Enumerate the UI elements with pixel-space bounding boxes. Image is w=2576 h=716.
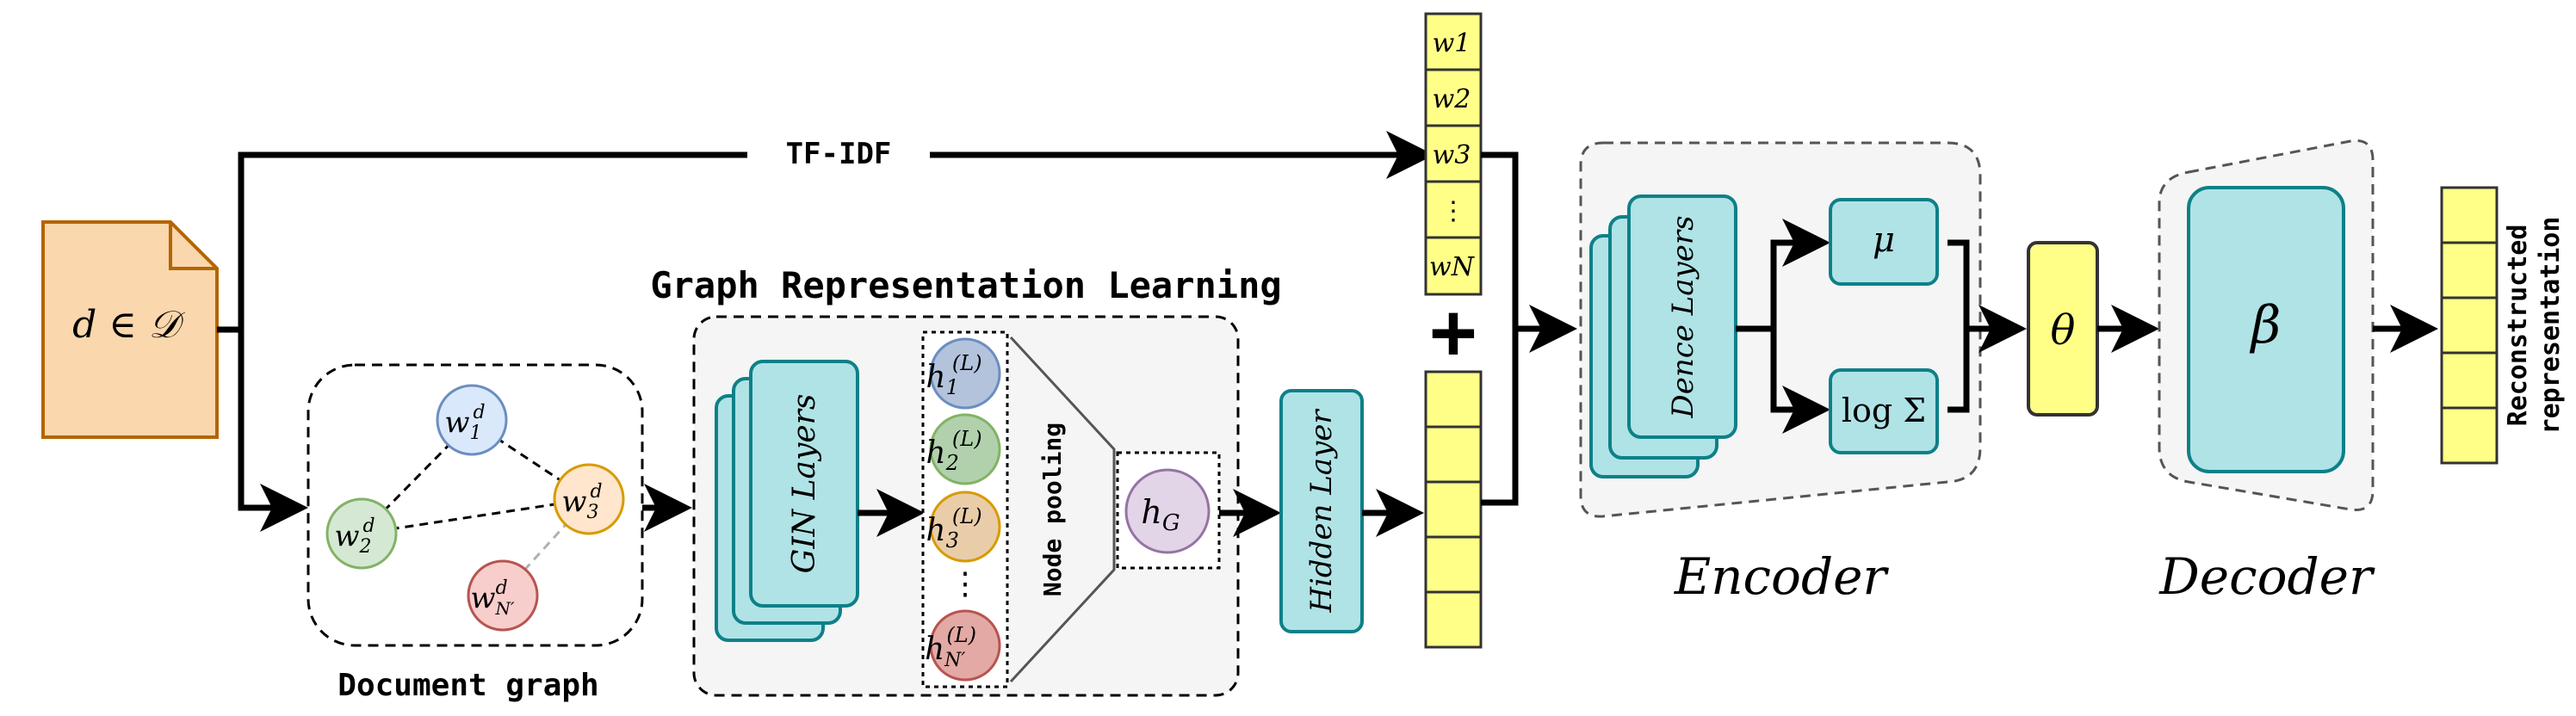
- svg-text:wN′d: wN′d: [470, 577, 515, 619]
- svg-text:w2: w2: [1433, 84, 1471, 114]
- h-node-2: h2(L): [926, 413, 1001, 485]
- tfidf-label: TF-IDF: [786, 137, 892, 171]
- svg-text:w3d: w3d: [561, 481, 602, 523]
- svg-text:w1: w1: [1433, 28, 1471, 59]
- graph-node-w2: w2d: [325, 497, 398, 570]
- encoder-panel: Dence Layers μ log Σ: [1579, 141, 1982, 518]
- svg-text:w2d: w2d: [334, 515, 375, 558]
- doc-to-graph-arrow: [238, 330, 308, 532]
- logsigma-box: log Σ: [1829, 368, 1939, 454]
- dense-to-logsigma-arrow: [1770, 329, 1830, 434]
- svg-text:hG: hG: [1141, 493, 1180, 536]
- svg-text:wN: wN: [1429, 252, 1476, 282]
- tfidf-arrow-line-left: [217, 151, 747, 333]
- graph-node-wN: wN′d: [467, 559, 539, 632]
- graph-node-w1: w1d: [436, 384, 508, 456]
- document-graph: w1d w2d w3d wN′d: [307, 363, 644, 647]
- dense-layers: Dence Layers: [1589, 194, 1737, 478]
- decoder-title: Decoder: [2158, 547, 2375, 606]
- mu-box: μ: [1829, 198, 1939, 286]
- mu-label: μ: [1873, 220, 1895, 260]
- document-graph-title: Document graph: [337, 668, 598, 703]
- gin-layers: GIN Layers: [715, 360, 859, 642]
- h-ellipsis: ⋮: [950, 566, 981, 602]
- output-vector: [2440, 186, 2499, 465]
- hidden-layer: Hidden Layer: [1279, 389, 1364, 633]
- tfidf-vector: w1 w2 w3 ⋮ wN: [1424, 12, 1483, 296]
- svg-text:h1(L): h1(L): [926, 351, 981, 399]
- svg-text:w3: w3: [1433, 140, 1471, 170]
- h-node-3: h3(L): [926, 491, 1001, 563]
- beta-label: β: [2250, 295, 2282, 355]
- encoder-title: Encoder: [1674, 547, 1890, 606]
- svg-text:w1d: w1d: [444, 402, 485, 444]
- dense-layers-label: Dence Layers: [1666, 215, 1700, 418]
- grl-title: Graph Representation Learning: [650, 264, 1281, 306]
- graph-node-w3: w3d: [553, 463, 625, 535]
- svg-text:h2(L): h2(L): [926, 427, 981, 475]
- svg-text:⋮: ⋮: [1440, 196, 1466, 226]
- output-label-line1: Reconstructed: [2503, 225, 2533, 427]
- dense-to-mu-arrow: [1736, 219, 1830, 332]
- logsigma-label: log Σ: [1842, 392, 1926, 429]
- grl-panel: GIN Layers h1(L) h2(L) h3(L) ⋮ hN′(L) No…: [692, 315, 1240, 697]
- output-label-line2: representation: [2536, 217, 2566, 435]
- svg-text:hN′(L): hN′(L): [925, 623, 976, 671]
- node-pooling-label: Node pooling: [1038, 423, 1067, 596]
- concat-bracket: [1481, 151, 1519, 506]
- document-label: d ∈ 𝒟: [72, 303, 186, 347]
- h-node-N: hN′(L): [925, 609, 1001, 682]
- node-pooling: Node pooling: [1009, 336, 1116, 683]
- gin-layers-label: GIN Layers: [787, 394, 822, 574]
- plus-sign: +: [1430, 287, 1477, 377]
- theta-label: θ: [2051, 306, 2076, 355]
- document-icon: d ∈ 𝒟: [41, 220, 219, 439]
- hidden-layer-label: Hidden Layer: [1304, 409, 1339, 614]
- decoder-panel: β: [2158, 139, 2375, 512]
- hg-node: hG: [1124, 468, 1211, 554]
- theta-box: θ: [2027, 241, 2099, 417]
- h-node-1: h1(L): [926, 337, 1001, 410]
- svg-text:h3(L): h3(L): [926, 504, 981, 552]
- hidden-vector: [1424, 370, 1483, 649]
